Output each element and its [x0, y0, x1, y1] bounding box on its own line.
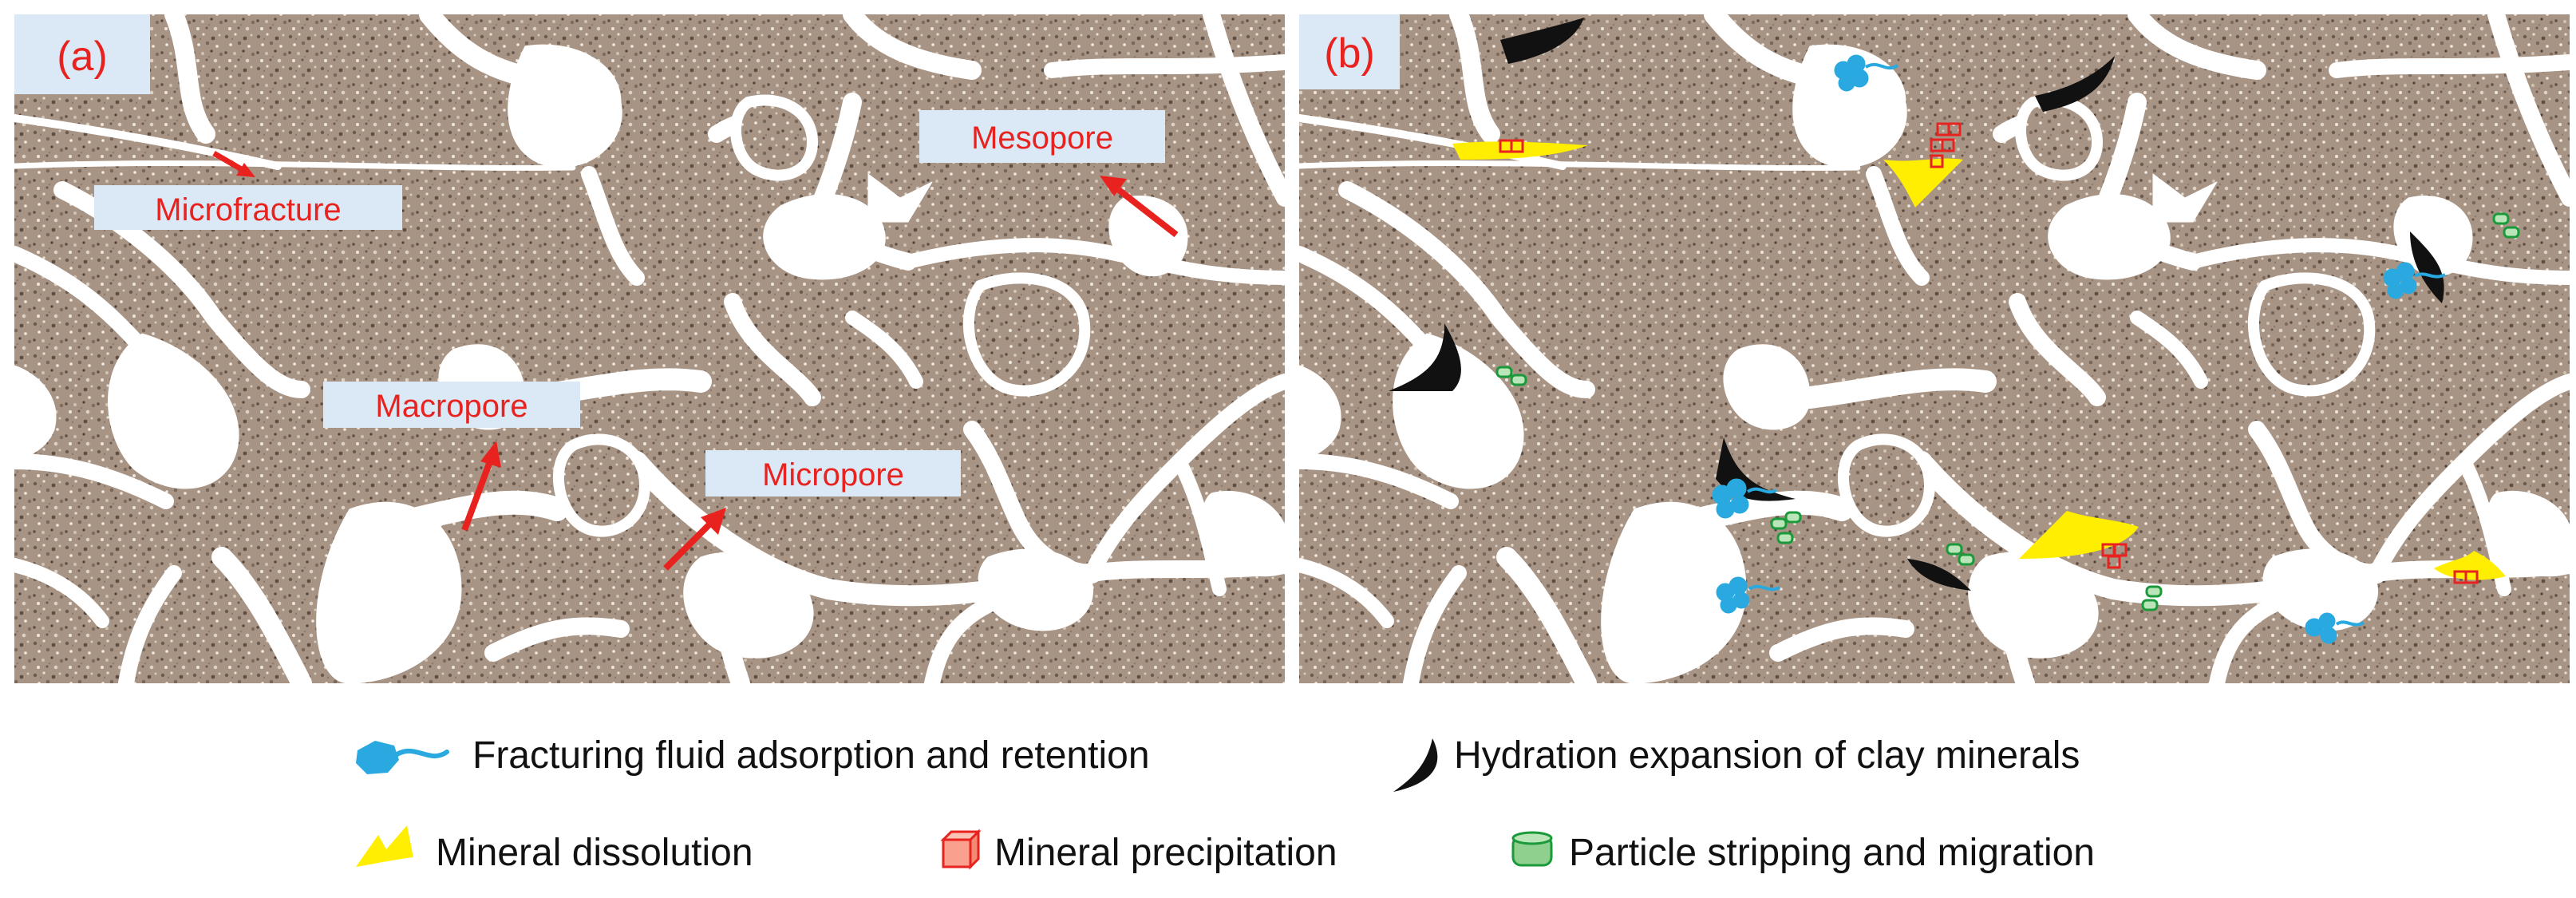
- panel-b-markers: [1389, 18, 2520, 644]
- stripping-marker: [1946, 543, 1963, 556]
- panel-a-tag: (a): [14, 14, 150, 94]
- precipitation-marker: [1941, 138, 1955, 152]
- stripping-marker: [1510, 374, 1527, 386]
- legend-label-dissolution: Mineral dissolution: [436, 832, 753, 874]
- dissolution-marker: [1883, 158, 1963, 208]
- precipitation-marker: [1510, 139, 1524, 153]
- legend-label-stripping: Particle stripping and migration: [1569, 832, 2095, 874]
- legend-item-precipitation: Mineral precipitation: [940, 829, 1337, 874]
- precipitation-marker: [2464, 570, 2479, 584]
- stripping-marker: [2503, 226, 2520, 239]
- hydration-marker: [2035, 56, 2115, 112]
- panel-b-tag-text: (b): [1324, 30, 1375, 77]
- stripping-marker: [1495, 366, 1513, 378]
- arrow-microfracture: [212, 150, 255, 177]
- legend-item-stripping: Particle stripping and migration: [1511, 831, 2095, 874]
- legend-item-hydration: Hydration expansion of clay minerals: [1393, 734, 2080, 792]
- fluid-marker: [2383, 262, 2446, 299]
- label-micropore-text: Micropore: [762, 457, 904, 493]
- legend-label-fluid: Fracturing fluid adsorption and retentio…: [472, 734, 1150, 777]
- label-mesopore-text: Mesopore: [971, 121, 1113, 156]
- stripping-marker: [2492, 212, 2510, 225]
- hydration-marker: [1389, 323, 1461, 391]
- fluid-marker: [1834, 54, 1899, 92]
- arrow-mesopore: [1100, 176, 1179, 238]
- arrow-micropore: [663, 508, 726, 571]
- legend-item-dissolution: Mineral dissolution: [356, 825, 753, 874]
- dissolution-icon: [356, 825, 413, 867]
- stripping-icon: [1511, 831, 1553, 867]
- fluid-marker: [1712, 478, 1777, 519]
- hydration-marker: [1907, 559, 1971, 591]
- stripping-marker: [2141, 599, 2159, 611]
- arrow-macropore: [461, 441, 501, 532]
- stripping-marker: [1958, 553, 1975, 566]
- fluid-marker: [1716, 576, 1780, 614]
- fluid-marker: [2305, 612, 2365, 644]
- stripping-marker: [1776, 532, 1794, 544]
- panel-a-tag-text: (a): [57, 34, 108, 80]
- legend-item-fluid: Fracturing fluid adsorption and retentio…: [356, 734, 1150, 777]
- precipitation-marker: [2107, 555, 2121, 569]
- dissolution-marker: [2019, 511, 2139, 559]
- hydration-icon: [1393, 738, 1438, 792]
- label-mesopore: Mesopore: [919, 110, 1165, 163]
- fluid-icon: [356, 741, 449, 774]
- label-macropore: Macropore: [323, 382, 580, 428]
- label-macropore-text: Macropore: [375, 389, 527, 424]
- precipitation-marker: [1930, 154, 1944, 168]
- hydration-marker: [2410, 231, 2444, 303]
- stripping-marker: [1770, 517, 1788, 530]
- label-microfracture-text: Microfracture: [155, 192, 341, 227]
- precipitation-icon: [940, 829, 982, 870]
- precipitation-marker: [1947, 122, 1962, 136]
- label-microfracture: Microfracture: [94, 185, 402, 230]
- panel-b: [1299, 14, 2570, 683]
- legend: Fracturing fluid adsorption and retentio…: [356, 734, 2095, 874]
- hydration-marker: [1500, 18, 1584, 64]
- label-micropore: Micropore: [705, 450, 961, 496]
- legend-label-hydration: Hydration expansion of clay minerals: [1454, 734, 2080, 777]
- legend-label-precipitation: Mineral precipitation: [994, 832, 1337, 874]
- stripping-marker: [2145, 585, 2163, 598]
- stripping-marker: [1784, 511, 1802, 524]
- panel-b-tag: (b): [1299, 14, 1400, 89]
- dissolution-marker: [2434, 551, 2506, 580]
